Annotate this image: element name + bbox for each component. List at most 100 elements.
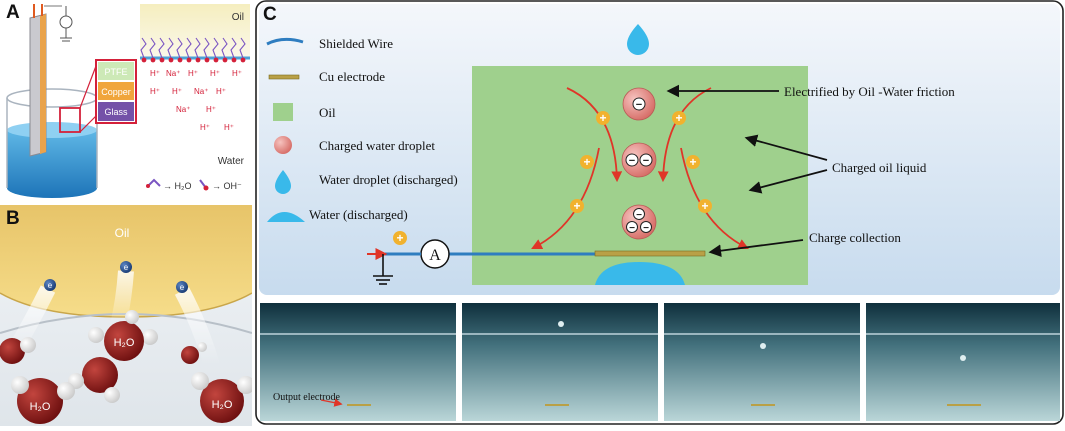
surfactant: [176, 37, 183, 63]
oil-square-icon: [273, 103, 293, 121]
layer-ptfe-label: PTFE: [104, 67, 127, 77]
interface-zoom: Oil H⁺Na⁺H⁺H⁺H⁺H⁺H⁺Na⁺H⁺Na⁺H⁺H⁺H⁺ Water: [140, 4, 250, 170]
reaction-legend: → H₂O → OH⁻: [146, 178, 242, 191]
discharged-water-pool: [595, 262, 685, 285]
meter-icon: [59, 15, 73, 29]
plus-badge: +: [698, 199, 712, 213]
ion-label: H⁺: [232, 69, 242, 78]
plus-sign: +: [689, 155, 696, 169]
charged-droplet-icon: [274, 136, 292, 154]
positive-charges: + + + + + +: [570, 111, 712, 213]
photo-frame: [664, 303, 860, 421]
ion-label: H⁺: [206, 105, 216, 114]
surfactant: [140, 37, 147, 63]
falling-water-drop: [627, 24, 649, 55]
h2o-label: H₂O: [30, 401, 51, 413]
panel-a-figure: PTFE Copper Glass Oil H⁺Na⁺H⁺H⁺H⁺H⁺H⁺Na⁺…: [6, 4, 250, 198]
water-molecule: H₂O: [11, 376, 75, 424]
ion-label: H⁺: [210, 69, 220, 78]
ion-label: Na⁺: [166, 69, 180, 78]
photo-frame: [462, 303, 658, 421]
ion-label: H⁺: [150, 87, 160, 96]
layer-copper-label: Copper: [101, 87, 131, 97]
surfactant: [149, 37, 156, 63]
charged-droplet: −: [622, 87, 656, 121]
minus-sign: −: [629, 155, 635, 167]
panel-b-figure: Oil e e e H₂O: [0, 205, 252, 426]
annotation-charged-oil: Charged oil liquid: [832, 160, 927, 175]
panel-c: Shielded Wire Cu electrode Oil Charged w…: [255, 0, 1065, 426]
plus-badge: +: [686, 155, 700, 169]
plus-sign: +: [396, 231, 403, 245]
legend-label: Shielded Wire: [319, 36, 393, 51]
surfactant: [158, 37, 165, 63]
panel-b-letter: B: [6, 208, 20, 229]
ion-label: H⁺: [172, 87, 182, 96]
water-drop-icon: [275, 170, 291, 194]
cu-electrode-icon: [268, 74, 300, 80]
ammeter: A: [420, 239, 450, 269]
plus-badge: +: [580, 155, 594, 169]
legend-label: Water droplet (discharged): [319, 172, 458, 187]
photo-frame: Output electrode: [260, 303, 456, 421]
charged-droplet: − −: [621, 142, 657, 178]
plus-sign: +: [573, 199, 580, 213]
legend-h2o: → H₂O: [163, 181, 192, 191]
surfactant: [212, 37, 219, 63]
oil-label-a: Oil: [232, 12, 244, 23]
ion-cloud: H⁺Na⁺H⁺H⁺H⁺H⁺H⁺Na⁺H⁺Na⁺H⁺H⁺H⁺: [150, 69, 242, 132]
layer-glass-label: Glass: [104, 107, 128, 117]
legend-label: Water (discharged): [309, 207, 408, 222]
surfactant: [221, 37, 228, 63]
panel-c-letter: C: [263, 4, 277, 25]
surfactant: [167, 37, 174, 63]
annotation-arrow: [744, 134, 828, 161]
legend: Shielded Wire Cu electrode Oil Charged w…: [266, 36, 458, 222]
h2o-molecule-icon: [147, 178, 161, 187]
plus-badge: +: [570, 199, 584, 213]
ammeter-label: A: [429, 247, 441, 264]
minus-sign: −: [636, 99, 642, 111]
photo-label: Output electrode: [273, 392, 340, 403]
plus-sign: +: [583, 155, 590, 169]
plus-badge: +: [393, 231, 407, 245]
plus-sign: +: [599, 111, 606, 125]
annotation-arrow: [748, 169, 828, 194]
electron-label: e: [48, 281, 53, 290]
electron: e: [176, 281, 188, 293]
zoom-box: [59, 107, 81, 133]
minus-sign: −: [643, 223, 649, 234]
charged-droplet: − − −: [621, 204, 657, 240]
h2o-label: H₂O: [114, 337, 135, 349]
surfactant: [203, 37, 210, 63]
water-molecule: [68, 357, 120, 403]
annotation-collection: Charge collection: [809, 230, 901, 245]
water-molecule: H₂O: [191, 372, 252, 423]
layer-stack: PTFE Copper Glass: [95, 59, 137, 124]
panel-a: PTFE Copper Glass Oil H⁺Na⁺H⁺H⁺H⁺H⁺H⁺Na⁺…: [0, 0, 252, 206]
annotation-electrified: Electrified by Oil -Water friction: [784, 84, 955, 99]
water-molecule: H₂O: [88, 310, 158, 361]
annotation-arrow: [708, 239, 804, 257]
legend-label: Charged water droplet: [319, 138, 435, 153]
shielded-wire-icon: [266, 37, 304, 46]
cu-electrode: [594, 250, 706, 257]
ion-label: H⁺: [200, 123, 210, 132]
ion-label: H⁺: [216, 87, 226, 96]
h2o-label: H₂O: [212, 399, 233, 411]
legend-oh: → OH⁻: [212, 181, 242, 191]
surfactant-row: [140, 37, 246, 63]
plus-sign: +: [701, 199, 708, 213]
electrode-strip: [29, 4, 73, 157]
water-molecule: [0, 337, 36, 364]
water-label-a: Water: [218, 156, 245, 167]
photo-strip: Output electrode: [260, 303, 1060, 421]
minus-sign: −: [629, 223, 635, 234]
plus-sign: +: [675, 111, 682, 125]
surfactant: [194, 37, 201, 63]
ground-icon: [373, 254, 393, 285]
panel-c-figure: Shielded Wire Cu electrode Oil Charged w…: [255, 0, 1064, 425]
electron: e: [120, 261, 132, 273]
ion-label: H⁺: [188, 69, 198, 78]
ion-label: H⁺: [150, 69, 160, 78]
